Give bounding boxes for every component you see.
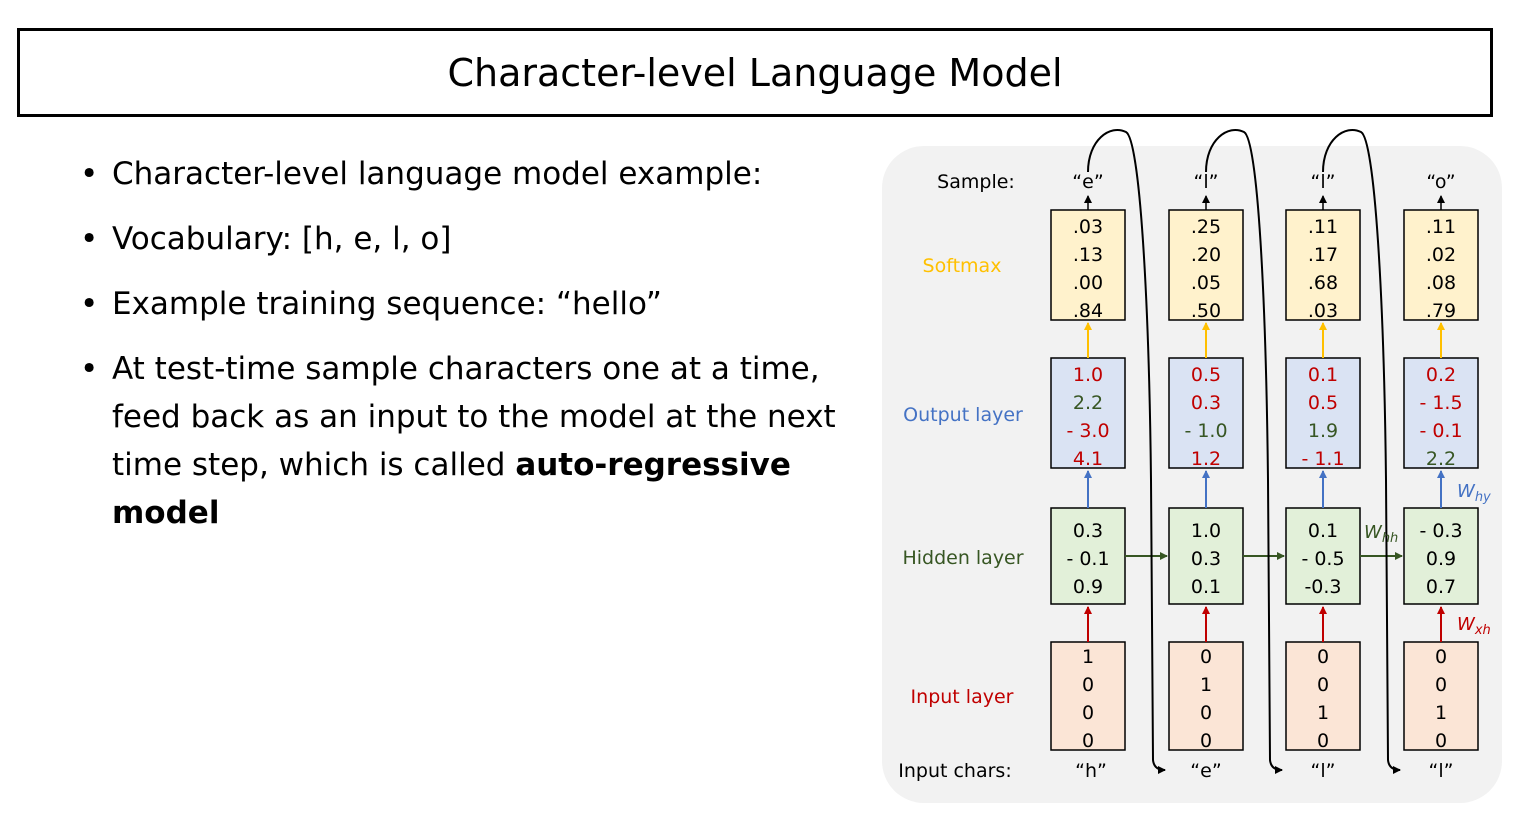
- input-value: 0: [1435, 646, 1447, 668]
- hidden-value: - 0.3: [1419, 520, 1462, 542]
- hidden-value: -0.3: [1304, 576, 1341, 598]
- output-value: - 3.0: [1066, 420, 1109, 442]
- softmax-value: .03: [1308, 300, 1338, 322]
- bullet-item: Character-level language model example:: [80, 150, 870, 198]
- input-value: 1: [1317, 702, 1329, 724]
- hidden-value: 0.1: [1308, 520, 1338, 542]
- input-box: [1285, 641, 1361, 751]
- hidden-value: 0.9: [1426, 548, 1456, 570]
- output-value: 0.1: [1308, 364, 1338, 386]
- softmax-value: .11: [1308, 216, 1338, 238]
- bullet-item: At test-time sample characters one at a …: [80, 345, 870, 537]
- bullet-text: At test-time sample characters one at a …: [112, 351, 836, 483]
- softmax-value: .17: [1308, 244, 1338, 266]
- input-value: 0: [1435, 674, 1447, 696]
- output-value: - 1.1: [1301, 448, 1344, 470]
- softmax-row-label: Softmax: [923, 255, 1002, 277]
- output-value: 0.3: [1191, 392, 1221, 414]
- bullet-list: Character-level language model example: …: [80, 150, 870, 554]
- output-value: - 1.0: [1184, 420, 1227, 442]
- output-value: 2.2: [1073, 392, 1103, 414]
- input-chars-label: Input chars:: [898, 760, 1011, 782]
- output-value: 0.5: [1191, 364, 1221, 386]
- input-layer-label: Input layer: [911, 686, 1014, 708]
- why-weight-label: Why: [1457, 481, 1491, 505]
- softmax-value: .50: [1191, 300, 1221, 322]
- output-value: - 1.5: [1419, 392, 1462, 414]
- output-value: 2.2: [1426, 448, 1456, 470]
- output-layer-label: Output layer: [903, 404, 1023, 426]
- input-value: 0: [1200, 702, 1212, 724]
- softmax-value: .20: [1191, 244, 1221, 266]
- output-value: 1.0: [1073, 364, 1103, 386]
- input-value: 0: [1435, 730, 1447, 752]
- input-value: 0: [1200, 730, 1212, 752]
- input-char: “h”: [1075, 760, 1107, 782]
- hidden-value: 1.0: [1191, 520, 1221, 542]
- softmax-value: .05: [1191, 272, 1221, 294]
- softmax-value: .84: [1073, 300, 1103, 322]
- input-value: 0: [1317, 730, 1329, 752]
- sample-row-label: Sample:: [937, 171, 1015, 193]
- hidden-value: - 0.5: [1301, 548, 1344, 570]
- hidden-value: 0.9: [1073, 576, 1103, 598]
- input-box: [1168, 641, 1244, 751]
- hidden-layer-label: Hidden layer: [902, 547, 1023, 569]
- input-value: 1: [1435, 702, 1447, 724]
- feedback-arrow: [1087, 129, 1166, 774]
- input-char: “l”: [1429, 760, 1454, 782]
- input-value: 0: [1082, 702, 1094, 724]
- hidden-value: 0.3: [1073, 520, 1103, 542]
- input-value: 0: [1200, 646, 1212, 668]
- sample-char: “l”: [1311, 171, 1336, 193]
- output-value: 0.5: [1308, 392, 1338, 414]
- sample-char: “e”: [1072, 171, 1103, 193]
- softmax-value: .00: [1073, 272, 1103, 294]
- softmax-value: .08: [1426, 272, 1456, 294]
- hidden-value: 0.1: [1191, 576, 1221, 598]
- input-value: 0: [1082, 674, 1094, 696]
- bullet-item: Example training sequence: “hello”: [80, 280, 870, 328]
- hidden-value: 0.3: [1191, 548, 1221, 570]
- softmax-value: .68: [1308, 272, 1338, 294]
- title-box: Character-level Language Model: [17, 28, 1493, 117]
- input-value: 0: [1317, 674, 1329, 696]
- hidden-value: 0.7: [1426, 576, 1456, 598]
- input-box: [1050, 641, 1126, 751]
- page-title: Character-level Language Model: [447, 50, 1063, 95]
- feedback-arrow: [1205, 129, 1283, 774]
- softmax-box: [1168, 209, 1244, 321]
- sample-char: “l”: [1194, 171, 1219, 193]
- bullet-bold-text: auto-regressive model: [112, 447, 791, 531]
- input-value: 0: [1082, 730, 1094, 752]
- wxh-weight-label: Wxh: [1457, 614, 1491, 638]
- output-value: 1.2: [1191, 448, 1221, 470]
- hidden-value: - 0.1: [1066, 548, 1109, 570]
- hidden-box: [1403, 507, 1479, 605]
- output-value: - 0.1: [1419, 420, 1462, 442]
- sample-char: “o”: [1426, 171, 1455, 193]
- output-value: 4.1: [1073, 448, 1103, 470]
- softmax-value: .11: [1426, 216, 1456, 238]
- hidden-box: [1050, 507, 1126, 605]
- softmax-value: .02: [1426, 244, 1456, 266]
- output-box: [1168, 357, 1244, 469]
- input-value: 1: [1082, 646, 1094, 668]
- softmax-value: .25: [1191, 216, 1221, 238]
- feedback-arrow: [1322, 129, 1401, 774]
- input-value: 0: [1317, 646, 1329, 668]
- softmax-value: .13: [1073, 244, 1103, 266]
- input-char: “l”: [1311, 760, 1336, 782]
- bullet-item: Vocabulary: [h, e, l, o]: [80, 215, 870, 263]
- output-value: 1.9: [1308, 420, 1338, 442]
- input-box: [1403, 641, 1479, 751]
- input-char: “e”: [1190, 760, 1221, 782]
- output-value: 0.2: [1426, 364, 1456, 386]
- softmax-box: [1050, 209, 1126, 321]
- softmax-value: .03: [1073, 216, 1103, 238]
- input-value: 1: [1200, 674, 1212, 696]
- softmax-box: [1285, 209, 1361, 321]
- softmax-value: .79: [1426, 300, 1456, 322]
